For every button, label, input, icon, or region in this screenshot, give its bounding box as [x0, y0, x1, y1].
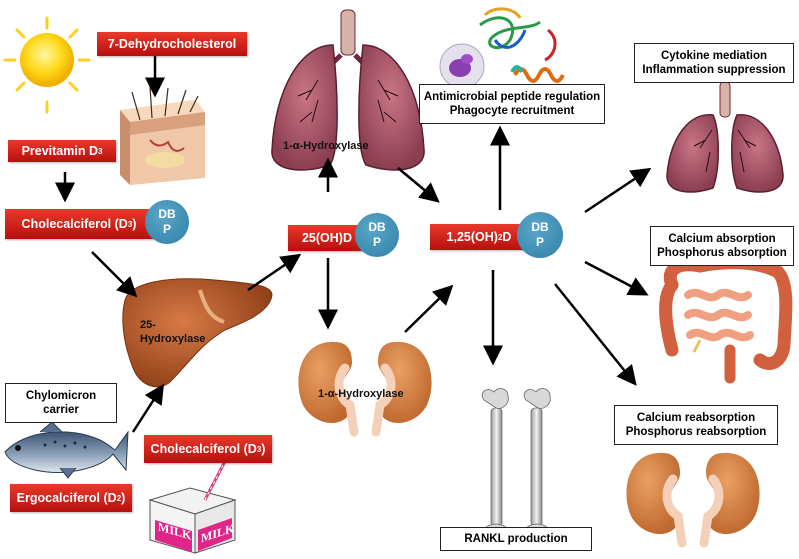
lung-enzyme-label: 1-α-Hydroxylase [283, 140, 369, 152]
label-previtamin-sub: 3 [97, 146, 103, 156]
antimicrobial-line1: Antimicrobial peptide regulation [423, 91, 601, 103]
arrow-diet-to-liver [131, 383, 165, 433]
label-ergocalciferol-sub: 2 [116, 493, 122, 503]
chylomicron-line2: carrier [43, 404, 79, 416]
cytokine-line1: Cytokine mediation [660, 50, 768, 62]
label-cholecalciferol-text: Cholecalciferol (D [21, 217, 128, 231]
label-previtamin-text: Previtamin D [21, 144, 98, 158]
calcium-absorption-box: Calcium absorption Phosphorus absorption [650, 226, 794, 266]
calcium-reabs-line2: Phosphorus reabsorption [625, 426, 767, 438]
antimicrobial-line2: Phagocyte recruitment [449, 105, 575, 117]
antimicrobial-box: Antimicrobial peptide regulation Phagocy… [419, 84, 605, 124]
rankl-text: RANKL production [464, 533, 568, 545]
arrow-to-calcium-absorption [584, 260, 649, 296]
label-ergocalciferol-close: ) [121, 491, 126, 505]
label-cholecalciferol-milk-close: ) [261, 442, 266, 456]
dbp-badge-1: DB P [145, 200, 189, 244]
cytokine-box: Cytokine mediation Inflammation suppress… [634, 43, 794, 83]
label-cholecalciferol-sub: 3 [127, 219, 133, 229]
calcium-abs-line2: Phosphorus absorption [657, 247, 787, 259]
kidneys-icon [298, 341, 432, 437]
arrow-kidneys-to-125ohd [404, 284, 454, 333]
calcium-abs-line1: Calcium absorption [668, 233, 776, 245]
dbp-badge-3: DB P [517, 212, 563, 258]
label-cholecalciferol-close: ) [132, 217, 137, 231]
arrow-liver-to-25ohd [247, 253, 302, 292]
lungs-icon [271, 9, 425, 171]
arrow-lungs-to-125ohd [397, 167, 440, 203]
label-7-dehydrocholesterol-text: 7-Dehydrocholesterol [107, 37, 237, 51]
dbp-line1: DB [531, 220, 549, 234]
label-cholecalciferol-milk-sub: 3 [256, 444, 262, 454]
chylomicron-carrier-box: Chylomicron carrier [5, 383, 117, 423]
antimicrobial-peptide-icon [439, 7, 565, 89]
label-7-dehydrocholesterol: 7-Dehydrocholesterol [97, 32, 247, 56]
label-25ohd-text: 25(OH)D [301, 231, 352, 245]
arrow-to-cytokine [584, 167, 652, 214]
dbp-badge-2: DB P [355, 213, 399, 257]
sun-icon [3, 16, 91, 114]
liver-icon [122, 278, 273, 388]
liver-enzyme-line1: 25- [140, 319, 156, 331]
label-125ohd-sub: 2 [497, 232, 503, 242]
label-ergocalciferol-text: Ergocalciferol (D [16, 491, 117, 505]
label-125ohd-text: 1,25(OH) [446, 230, 498, 244]
chylomicron-line1: Chylomicron [25, 390, 97, 402]
calcium-reabsorption-box: Calcium reabsorption Phosphorus reabsorp… [614, 405, 778, 445]
skin-icon [120, 85, 205, 185]
kidneys-right-icon [626, 452, 760, 548]
flow-arrows [55, 55, 652, 433]
liver-enzyme-label: 25- Hydroxylase [140, 318, 205, 346]
dbp-line2: P [162, 222, 171, 236]
arrow-cholecalciferol-to-liver [91, 251, 138, 298]
calcium-reabs-line1: Calcium reabsorption [636, 412, 756, 424]
dbp-line2: P [535, 235, 544, 249]
arrow-to-calcium-reabsorption [554, 283, 637, 386]
kidney-enzyme-label: 1-α-Hydroxylase [318, 388, 404, 400]
cytokine-line2: Inflammation suppression [642, 64, 786, 76]
milk-carton-icon [148, 448, 240, 554]
intestines-icon [659, 256, 793, 384]
bones-icon [481, 388, 551, 539]
label-25ohd: 25(OH)D [288, 225, 366, 251]
dbp-line2: P [372, 235, 381, 249]
fish-icon [4, 421, 129, 479]
label-cholecalciferol-milk-text: Cholecalciferol (D [150, 442, 257, 456]
dbp-line1: DB [158, 207, 176, 221]
lungs-right-icon [666, 81, 784, 193]
dbp-line1: DB [368, 220, 386, 234]
label-125ohd-tail: D [502, 230, 512, 244]
liver-enzyme-line2: Hydroxylase [140, 333, 206, 345]
rankl-box: RANKL production [440, 527, 592, 551]
